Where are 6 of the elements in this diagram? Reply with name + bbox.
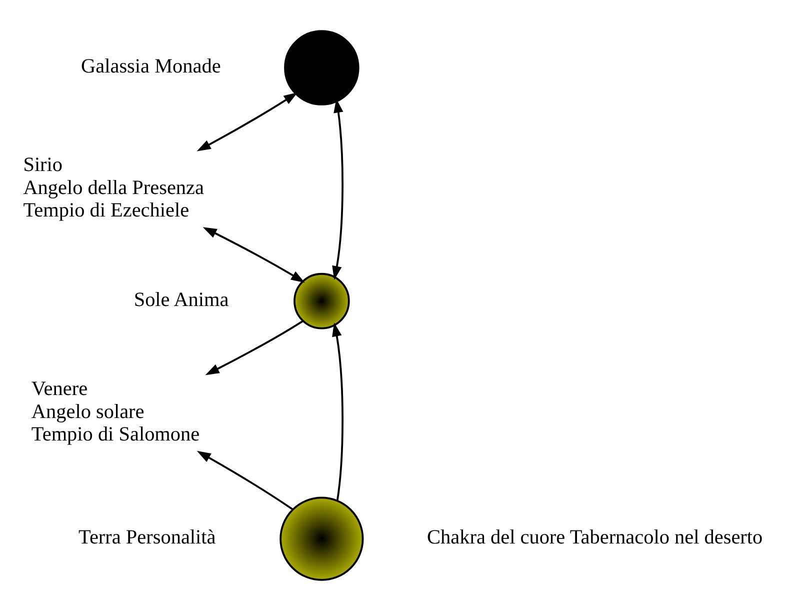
node-label: Sole Anima xyxy=(134,288,229,310)
node-text: Venere Angelo solare Tempio di Salomone xyxy=(31,378,200,446)
node-label: Galassia Monade xyxy=(81,55,221,78)
node-text: Sirio Angelo della Presenza Tempio di Ezechiele xyxy=(23,154,204,222)
node-label: Chakra del cuore Tabernacolo nel deserto xyxy=(427,526,763,548)
node-label: Terra Personalità xyxy=(78,526,216,548)
